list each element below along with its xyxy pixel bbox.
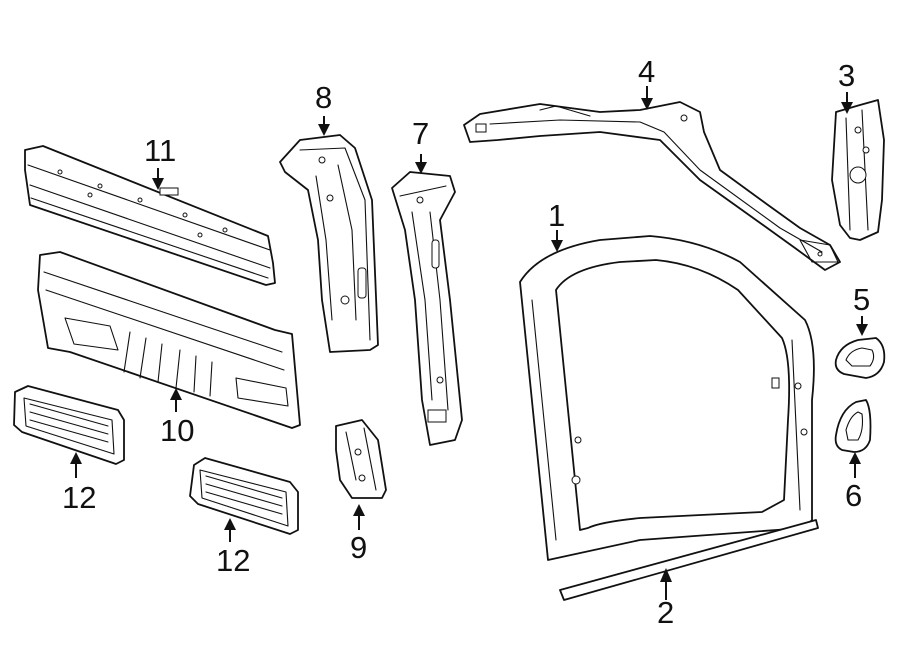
part-7-center-pillar[interactable] [391,171,463,446]
callout-11: 11 [144,133,177,168]
callout-9: 9 [350,530,368,565]
callout-8: 8 [315,80,333,115]
part-4-roof-rail[interactable] [463,101,841,271]
part-6-lower-gusset[interactable] [834,399,872,453]
callout-4: 4 [638,54,656,89]
callout-7: 7 [412,116,430,151]
part-1-door-opening-panel[interactable] [519,235,815,561]
part-5-upper-gusset[interactable] [834,337,886,379]
part-3-reinforcement-bracket[interactable] [831,99,885,241]
part-9-lower-bracket[interactable] [335,419,387,499]
part-8-rear-pillar[interactable] [279,134,379,353]
leader-arrows [70,86,868,600]
callout-2: 2 [657,595,675,630]
callout-3: 3 [838,58,856,93]
part-2-rocker-molding[interactable] [559,519,819,601]
callout-6: 6 [845,478,863,513]
callout-1: 1 [548,198,566,233]
callout-10: 10 [160,413,195,448]
part-11-upper-reinforcement[interactable] [24,145,276,286]
part-12b-vent-grille[interactable] [189,457,299,535]
callout-5: 5 [853,282,871,317]
callout-12a: 12 [62,480,97,515]
part-10-back-panel[interactable] [37,251,301,429]
callout-12b: 12 [216,543,251,578]
part-12a-vent-grille[interactable] [13,385,125,465]
